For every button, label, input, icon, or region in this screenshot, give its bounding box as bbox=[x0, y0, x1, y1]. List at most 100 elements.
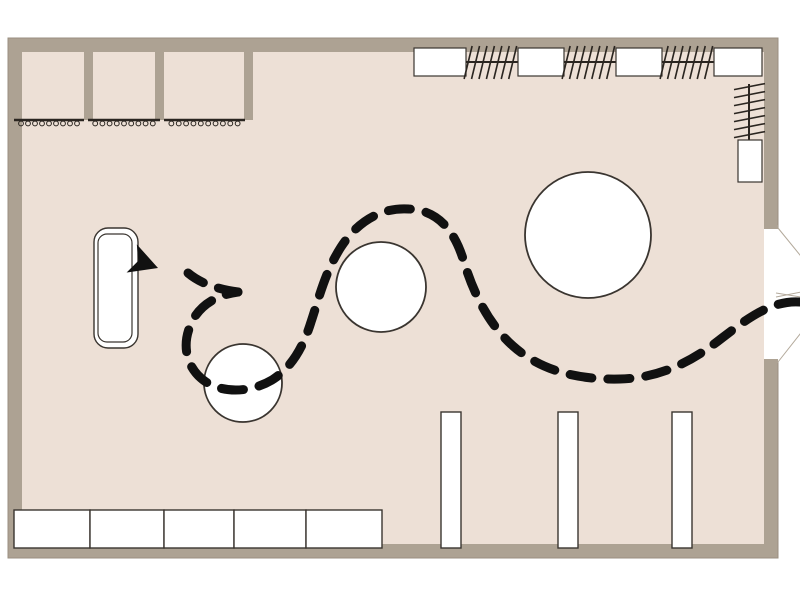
hanger-glyph bbox=[113, 120, 120, 127]
counter-segment-1 bbox=[13, 509, 91, 549]
window-pane-7 bbox=[713, 47, 763, 77]
hanger-glyph bbox=[46, 120, 52, 127]
closet-cell-1 bbox=[22, 52, 84, 118]
circulation-path-tail bbox=[183, 268, 243, 297]
closet-cell-2 bbox=[93, 52, 155, 118]
sofa bbox=[93, 227, 139, 349]
partition-fin-3 bbox=[671, 411, 693, 549]
circulation-path-line bbox=[181, 204, 800, 395]
hanger-glyph bbox=[220, 120, 226, 127]
curtain-pleat bbox=[605, 45, 616, 80]
curtain-pleat bbox=[561, 45, 571, 80]
closet-end-wall bbox=[244, 52, 253, 120]
south-counter-run bbox=[13, 509, 383, 549]
door-swing-line-2 bbox=[775, 291, 800, 298]
counter-segment-3 bbox=[163, 509, 235, 549]
curtain-pleat bbox=[681, 45, 692, 80]
curtain-pleat bbox=[733, 130, 766, 139]
curtain-pleat bbox=[733, 90, 766, 99]
hanger-glyph bbox=[53, 120, 59, 127]
hanger-glyph bbox=[212, 120, 219, 127]
round-table-medium bbox=[335, 241, 427, 333]
east-doorway[interactable] bbox=[764, 225, 800, 363]
hanger-glyph bbox=[227, 120, 234, 127]
curtain-pleat bbox=[591, 45, 601, 80]
doorway-gap[interactable] bbox=[764, 228, 780, 362]
hanger-glyph bbox=[183, 120, 189, 127]
curtain-pleat bbox=[733, 122, 766, 131]
curtain-pleat bbox=[493, 45, 503, 80]
curtain-pleat bbox=[500, 45, 511, 80]
closet-rods bbox=[14, 118, 245, 127]
hanger-glyph bbox=[205, 120, 212, 127]
curtain-pleat bbox=[733, 98, 766, 107]
hanger-glyph bbox=[60, 120, 66, 127]
path-arrowhead-icon bbox=[126, 244, 158, 273]
hanger-glyph bbox=[99, 120, 106, 127]
closet-divider-1 bbox=[84, 52, 93, 120]
hanger-glyph bbox=[234, 120, 241, 127]
door-swing-line-4 bbox=[775, 292, 800, 298]
hanger-glyph bbox=[32, 120, 38, 127]
hanger-glyph bbox=[197, 120, 204, 127]
curtain-pleat bbox=[576, 45, 586, 80]
curtain-pleat bbox=[703, 45, 714, 80]
window-pane-1 bbox=[413, 47, 467, 77]
closet-divider-2 bbox=[155, 52, 164, 120]
hanger-glyph bbox=[135, 120, 142, 127]
curtain-pleat bbox=[674, 45, 684, 80]
hanger-glyph bbox=[149, 120, 156, 127]
south-partition-fins bbox=[440, 411, 693, 549]
sofa-seat bbox=[97, 233, 133, 343]
closet-rod-3 bbox=[164, 118, 245, 127]
door-swing-line-1 bbox=[777, 227, 800, 256]
circulation-path-layer bbox=[126, 204, 800, 395]
door-swing-line-3 bbox=[777, 333, 800, 363]
hanger-glyph bbox=[168, 120, 175, 127]
curtain-pleat bbox=[689, 45, 699, 80]
partition-fin-2 bbox=[557, 411, 579, 549]
north-window-run bbox=[413, 45, 763, 80]
hanger-glyph bbox=[39, 120, 45, 127]
curtain-4 bbox=[561, 45, 616, 80]
round-table-large bbox=[524, 171, 652, 299]
east-window bbox=[733, 82, 766, 183]
curtain-6 bbox=[659, 45, 714, 80]
door-jamb-2 bbox=[764, 359, 778, 363]
closet-rod-1 bbox=[14, 118, 84, 127]
hanger-glyph bbox=[92, 120, 99, 127]
east-curtain bbox=[733, 82, 766, 140]
curtain-pleat bbox=[666, 45, 677, 80]
closet-cell-3 bbox=[164, 52, 244, 118]
hanger-glyph bbox=[128, 120, 135, 127]
curtain-pleat bbox=[568, 45, 579, 80]
window-pane-5 bbox=[615, 47, 663, 77]
counter-segment-5 bbox=[305, 509, 383, 549]
curtain-pleat bbox=[733, 82, 766, 91]
hanger-glyph bbox=[25, 120, 31, 127]
curtain-pleat bbox=[733, 106, 766, 115]
curtain-pleat bbox=[583, 45, 594, 80]
curtain-pleat bbox=[470, 45, 481, 80]
hanger-glyph bbox=[121, 120, 127, 127]
door-jamb-1 bbox=[764, 225, 778, 229]
hanger-glyph bbox=[67, 120, 73, 127]
counter-segment-2 bbox=[89, 509, 165, 549]
closet-rod-2 bbox=[88, 118, 160, 127]
window-pane-3 bbox=[517, 47, 565, 77]
hanger-glyph bbox=[74, 120, 80, 127]
hanger-glyph bbox=[18, 120, 24, 127]
curtain-pleat bbox=[478, 45, 488, 80]
curtain-pleat bbox=[485, 45, 496, 80]
closet-bank bbox=[22, 52, 253, 120]
curtain-2 bbox=[463, 45, 518, 80]
hanger-glyph bbox=[142, 120, 149, 127]
curtain-pleat bbox=[598, 45, 609, 80]
east-window-panel bbox=[737, 139, 763, 183]
curtain-pleat bbox=[659, 45, 669, 80]
curtain-pleat bbox=[696, 45, 707, 80]
hanger-glyph bbox=[175, 120, 182, 127]
hanger-glyph bbox=[190, 120, 197, 127]
curtain-pleat bbox=[463, 45, 473, 80]
